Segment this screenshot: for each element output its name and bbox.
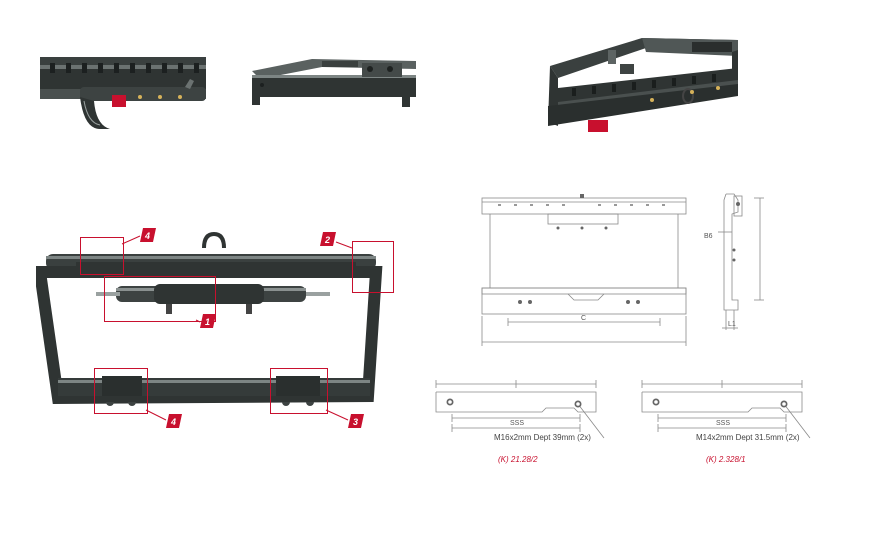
sideshifter-main-photo: 4 2 1 4 3: [36, 228, 396, 428]
callout-box-4-top: [80, 237, 124, 275]
callout-4-top: 4: [140, 228, 156, 242]
side-view-drawing: B6 L1: [698, 190, 768, 340]
svg-text:(K) 2.328/1: (K) 2.328/1: [706, 455, 746, 464]
svg-text:L1: L1: [728, 321, 736, 328]
callout-3: 3: [348, 414, 364, 428]
svg-text:2: 2: [324, 235, 330, 245]
closeup-front-rail-photo: [40, 57, 206, 133]
svg-text:4: 4: [144, 231, 150, 241]
callout-2: 2: [320, 232, 336, 246]
callout-box-4-bottom: [94, 368, 148, 414]
closeup-rear-frame-photo: [252, 55, 416, 111]
svg-text:3: 3: [353, 417, 358, 427]
svg-text:SSS: SSS: [716, 420, 730, 427]
callout-box-3: [270, 368, 328, 414]
svg-text:B6: B6: [704, 233, 713, 240]
callout-1: 1: [200, 314, 216, 328]
callout-leader-lines: [121, 235, 353, 421]
svg-text:M16x2mm Dept 39mm (2x): M16x2mm Dept 39mm (2x): [494, 433, 591, 442]
svg-text:M14x2mm Dept 31.5mm (2x): M14x2mm Dept 31.5mm (2x): [696, 433, 800, 442]
callout-4-bottom: 4: [166, 414, 182, 428]
callout-box-2: [352, 241, 394, 293]
svg-text:(K) 21.28/2: (K) 21.28/2: [498, 455, 538, 464]
svg-text:1: 1: [205, 317, 210, 327]
svg-text:C: C: [581, 315, 586, 322]
detail-left-drawing: SSS M16x2mm Dept 39mm (2x) (K) 21.28/2: [428, 374, 618, 470]
svg-text:4: 4: [170, 417, 176, 427]
callout-box-1: [104, 276, 216, 322]
detail-right-drawing: SSS M14x2mm Dept 31.5mm (2x) (K) 2.328/1: [634, 374, 824, 470]
front-view-drawing: C: [478, 190, 690, 350]
svg-text:SSS: SSS: [510, 420, 524, 427]
carriage-perspective-photo: [542, 26, 742, 138]
